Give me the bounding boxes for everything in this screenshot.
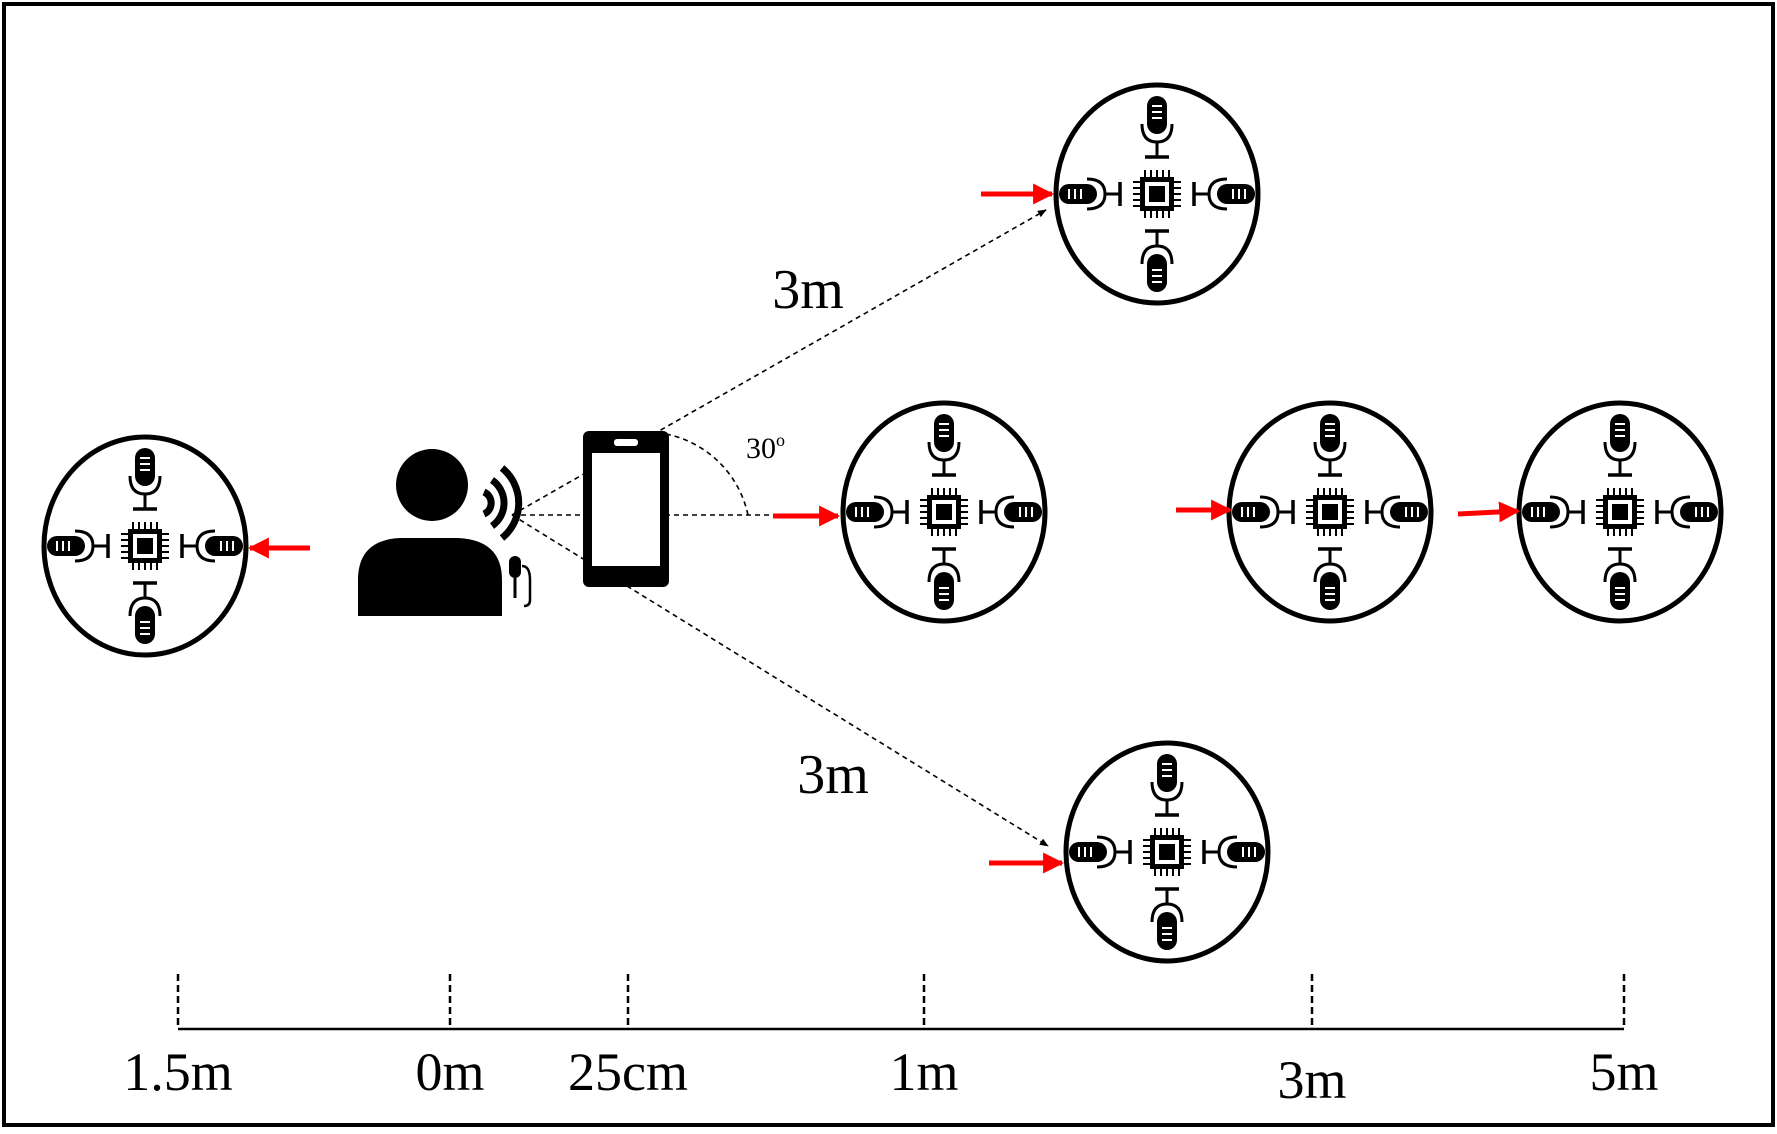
angle-value: 30 xyxy=(746,432,776,465)
smartphone-icon xyxy=(583,431,669,587)
lapel-microphone-icon xyxy=(509,556,532,608)
microphone-array-icon xyxy=(1519,403,1721,621)
scale-tick-label: 3m xyxy=(1277,1050,1346,1110)
sound-waves-icon xyxy=(482,465,523,541)
microphone-array-icon xyxy=(44,437,246,655)
microphone-array-icon xyxy=(1066,743,1268,961)
microphone-array-icon xyxy=(1229,403,1431,621)
upper-distance-label: 3m xyxy=(772,259,844,321)
direction-arrows xyxy=(247,183,1521,874)
microphone-array-icon xyxy=(843,403,1045,621)
scale-tick-label: 1.5m xyxy=(123,1042,233,1102)
scale-tick-label: 5m xyxy=(1589,1042,1658,1102)
scale-tick-label: 25cm xyxy=(568,1042,688,1102)
scale-tick-label: 0m xyxy=(415,1042,484,1102)
distance-scale: 1.5m 0m 25cm 1m 3m 5m xyxy=(123,974,1659,1110)
angle-label: 30o xyxy=(746,430,785,465)
lower-distance-label: 3m xyxy=(797,744,869,806)
angle-degree-mark: o xyxy=(776,430,785,450)
person-icon xyxy=(358,449,532,616)
scale-tick-label: 1m xyxy=(889,1042,958,1102)
microphone-array-icon xyxy=(1056,85,1258,303)
